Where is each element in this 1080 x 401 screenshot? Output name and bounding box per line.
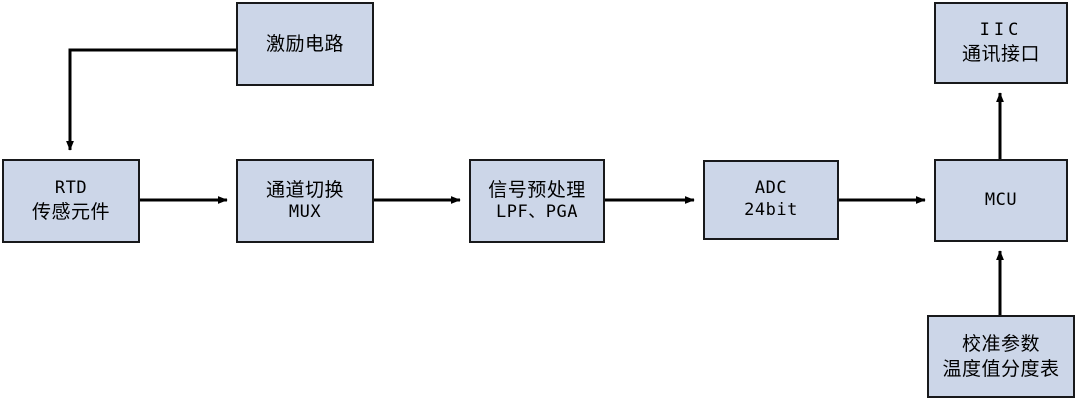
node-label-line: 通讯接口 xyxy=(961,42,1040,65)
connector-excitation-to-rtd xyxy=(66,48,236,151)
node-label-line: LPF、PGA xyxy=(496,202,578,223)
node-mcu[interactable]: MCU xyxy=(934,159,1068,242)
node-label-line: ADC xyxy=(754,178,788,199)
node-label-line: 校准参数 xyxy=(961,333,1040,356)
node-label-line: MUX xyxy=(288,202,322,223)
node-label-line: RTD xyxy=(54,177,88,198)
node-label-line: 通道切换 xyxy=(265,178,344,201)
node-label-line: 温度值分度表 xyxy=(942,357,1060,380)
node-excitation-circuit[interactable]: 激励电路 xyxy=(236,2,374,86)
node-label-line: MCU xyxy=(984,189,1018,210)
node-signal-preprocessing[interactable]: 信号预处理 LPF、PGA xyxy=(469,159,605,243)
node-rtd-sensor[interactable]: RTD 传感元件 xyxy=(2,159,140,243)
node-adc[interactable]: ADC 24bit xyxy=(703,160,839,240)
node-label-line: 信号预处理 xyxy=(488,178,586,201)
node-iic-interface[interactable]: IIC 通讯接口 xyxy=(934,2,1068,84)
node-label-line: 传感元件 xyxy=(31,200,110,223)
node-label-line: IIC xyxy=(979,19,1023,40)
node-label-line: 激励电路 xyxy=(265,32,344,55)
node-channel-mux[interactable]: 通道切换 MUX xyxy=(236,159,374,243)
node-label-line: 24bit xyxy=(744,200,798,220)
node-calibration-parameters[interactable]: 校准参数 温度值分度表 xyxy=(927,315,1075,398)
